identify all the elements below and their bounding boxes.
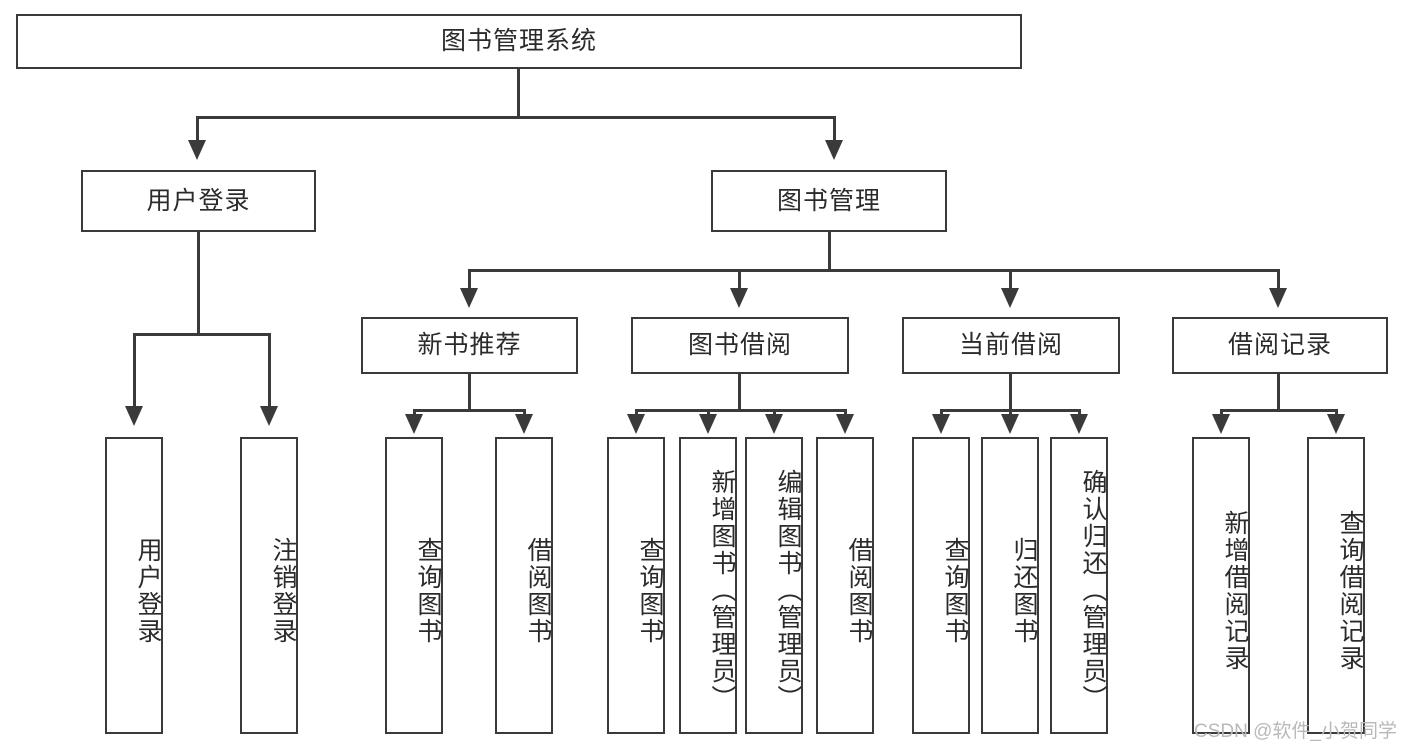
connector-root-to-book-manage xyxy=(833,116,836,143)
node-label: 查询图书 xyxy=(414,536,442,645)
connector-user-login-drop-1 xyxy=(133,333,136,408)
connector-book-manage-stem xyxy=(828,232,831,271)
arrow-book-borrow-leaf-2 xyxy=(699,414,717,434)
arrow-book-borrow-leaf-3 xyxy=(765,414,783,434)
node-label: 当前借阅 xyxy=(958,331,1063,360)
arrow-user-login-leaf-1 xyxy=(125,406,143,426)
node-label: 借阅图书 xyxy=(524,536,552,645)
connector-root-bus xyxy=(196,116,836,119)
leaf-book-borrow-edit-book-admin[interactable]: 编辑图书（管理员） xyxy=(745,437,803,734)
connector-borrow-record-stem xyxy=(1277,374,1280,411)
connector-book-borrow-bus xyxy=(635,409,847,412)
node-root-system[interactable]: 图书管理系统 xyxy=(16,14,1022,69)
leaf-user-login[interactable]: 用户登录 xyxy=(105,437,163,734)
arrow-book-manage-to-new-book xyxy=(460,288,478,308)
connector-book-manage-drop-4 xyxy=(1277,269,1280,291)
arrow-book-borrow-leaf-1 xyxy=(627,414,645,434)
node-label: 用户登录 xyxy=(134,536,162,645)
node-label: 查询图书 xyxy=(941,536,969,645)
connector-new-book-bus xyxy=(413,409,526,412)
arrow-current-borrow-leaf-3 xyxy=(1070,414,1088,434)
node-label: 用户登录 xyxy=(146,186,251,215)
leaf-current-borrow-return-books[interactable]: 归还图书 xyxy=(981,437,1039,734)
arrow-book-manage-to-current-borrow xyxy=(1001,288,1019,308)
arrow-current-borrow-leaf-2 xyxy=(1001,414,1019,434)
arrow-root-to-book-manage xyxy=(825,140,843,160)
leaf-new-book-query-books[interactable]: 查询图书 xyxy=(385,437,443,734)
node-label: 新书推荐 xyxy=(417,331,522,360)
connector-new-book-stem xyxy=(468,374,471,411)
node-label: 新增图书（管理员） xyxy=(708,469,736,712)
arrow-new-book-leaf-1 xyxy=(405,414,423,434)
leaf-new-book-borrow-books[interactable]: 借阅图书 xyxy=(495,437,553,734)
arrow-new-book-leaf-2 xyxy=(515,414,533,434)
connector-user-login-drop-2 xyxy=(268,333,271,408)
connector-current-borrow-stem xyxy=(1009,374,1012,411)
node-label: 图书管理系统 xyxy=(440,27,597,56)
node-label: 查询图书 xyxy=(636,536,664,645)
node-user-login[interactable]: 用户登录 xyxy=(81,170,316,232)
leaf-borrow-record-add-record[interactable]: 新增借阅记录 xyxy=(1192,437,1250,734)
leaf-current-borrow-query-books[interactable]: 查询图书 xyxy=(912,437,970,734)
leaf-logout[interactable]: 注销登录 xyxy=(240,437,298,734)
arrow-book-manage-to-borrow-record xyxy=(1269,288,1287,308)
arrow-current-borrow-leaf-1 xyxy=(932,414,950,434)
node-label: 确认归还（管理员） xyxy=(1079,469,1107,712)
node-label: 图书管理 xyxy=(776,186,881,215)
node-label: 注销登录 xyxy=(269,536,297,645)
node-label: 新增借阅记录 xyxy=(1221,509,1249,672)
arrow-root-to-user-login xyxy=(188,140,206,160)
leaf-borrow-record-query-record[interactable]: 查询借阅记录 xyxy=(1307,437,1365,734)
node-borrow-record[interactable]: 借阅记录 xyxy=(1172,317,1388,374)
arrow-borrow-record-leaf-1 xyxy=(1212,414,1230,434)
connector-user-login-stem xyxy=(197,232,200,335)
connector-book-manage-drop-3 xyxy=(1009,269,1012,291)
connector-root-stem xyxy=(517,69,520,118)
node-label: 借阅记录 xyxy=(1227,331,1332,360)
leaf-book-borrow-query-books[interactable]: 查询图书 xyxy=(607,437,665,734)
connector-book-borrow-stem xyxy=(738,374,741,411)
connector-book-manage-drop-2 xyxy=(738,269,741,291)
arrow-borrow-record-leaf-2 xyxy=(1327,414,1345,434)
node-label: 归还图书 xyxy=(1010,536,1038,645)
arrow-user-login-leaf-2 xyxy=(260,406,278,426)
connector-book-manage-drop-1 xyxy=(468,269,471,291)
node-current-borrow[interactable]: 当前借阅 xyxy=(902,317,1120,374)
leaf-book-borrow-borrow-books[interactable]: 借阅图书 xyxy=(816,437,874,734)
connector-borrow-record-bus xyxy=(1220,409,1338,412)
node-book-management[interactable]: 图书管理 xyxy=(711,170,947,232)
node-label: 借阅图书 xyxy=(845,536,873,645)
arrow-book-borrow-leaf-4 xyxy=(836,414,854,434)
node-new-book-recommend[interactable]: 新书推荐 xyxy=(361,317,578,374)
leaf-current-borrow-confirm-return-admin[interactable]: 确认归还（管理员） xyxy=(1050,437,1108,734)
arrow-book-manage-to-book-borrow xyxy=(730,288,748,308)
node-book-borrow[interactable]: 图书借阅 xyxy=(631,317,849,374)
connector-root-to-user-login xyxy=(196,116,199,143)
connector-book-manage-bus xyxy=(468,269,1280,272)
node-label: 查询借阅记录 xyxy=(1336,509,1364,672)
node-label: 编辑图书（管理员） xyxy=(774,469,802,712)
leaf-book-borrow-add-book-admin[interactable]: 新增图书（管理员） xyxy=(679,437,737,734)
connector-user-login-bus xyxy=(133,333,271,336)
node-label: 图书借阅 xyxy=(687,331,792,360)
